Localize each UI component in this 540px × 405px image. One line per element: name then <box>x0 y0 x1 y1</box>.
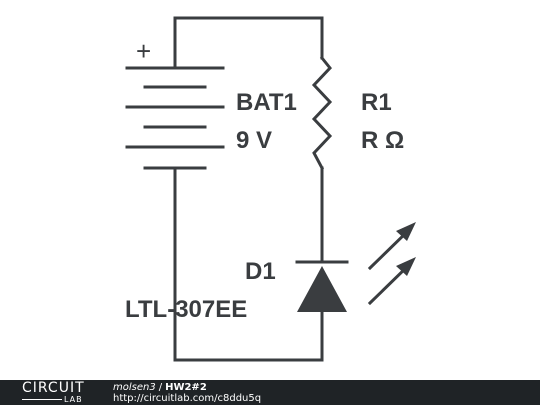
battery-symbol <box>125 66 225 170</box>
logo-text-bottom: LAB <box>64 395 83 404</box>
led-ref-label: D1 <box>245 258 276 285</box>
light-arrow-icon <box>367 222 416 271</box>
resistor-ref-label: R1 <box>361 89 392 116</box>
circuitlab-logo[interactable]: CIRCUIT LAB <box>22 380 100 404</box>
light-arrow-icon <box>367 257 416 306</box>
top-wire <box>173 16 324 70</box>
credit-line: molsen3/HW2#2 <box>113 382 207 393</box>
battery-ref-label: BAT1 <box>236 89 297 116</box>
resistor-value-label: R Ω <box>361 127 404 154</box>
bottom-wire <box>173 310 324 362</box>
led-triangle <box>297 266 347 312</box>
project-name[interactable]: HW2#2 <box>165 382 207 393</box>
project-url[interactable]: http://circuitlab.com/c8ddu5q <box>113 393 262 404</box>
battery-value-label: 9 V <box>236 127 272 154</box>
circuit-schematic: + BAT1 9 V R1 R Ω D1 LTL-307EE <box>125 16 416 362</box>
author-name[interactable]: molsen3 <box>113 382 156 393</box>
led-part-label: LTL-307EE <box>125 296 247 323</box>
footer-bar: CIRCUIT LAB molsen3/HW2#2 http://circuit… <box>0 380 540 405</box>
credit-separator: / <box>158 382 163 393</box>
resistor-symbol <box>311 55 333 171</box>
logo-text-top: CIRCUIT <box>22 380 85 396</box>
logo-wire <box>22 399 62 400</box>
battery-plus-sign: + <box>136 36 151 66</box>
led-symbol <box>295 260 349 312</box>
